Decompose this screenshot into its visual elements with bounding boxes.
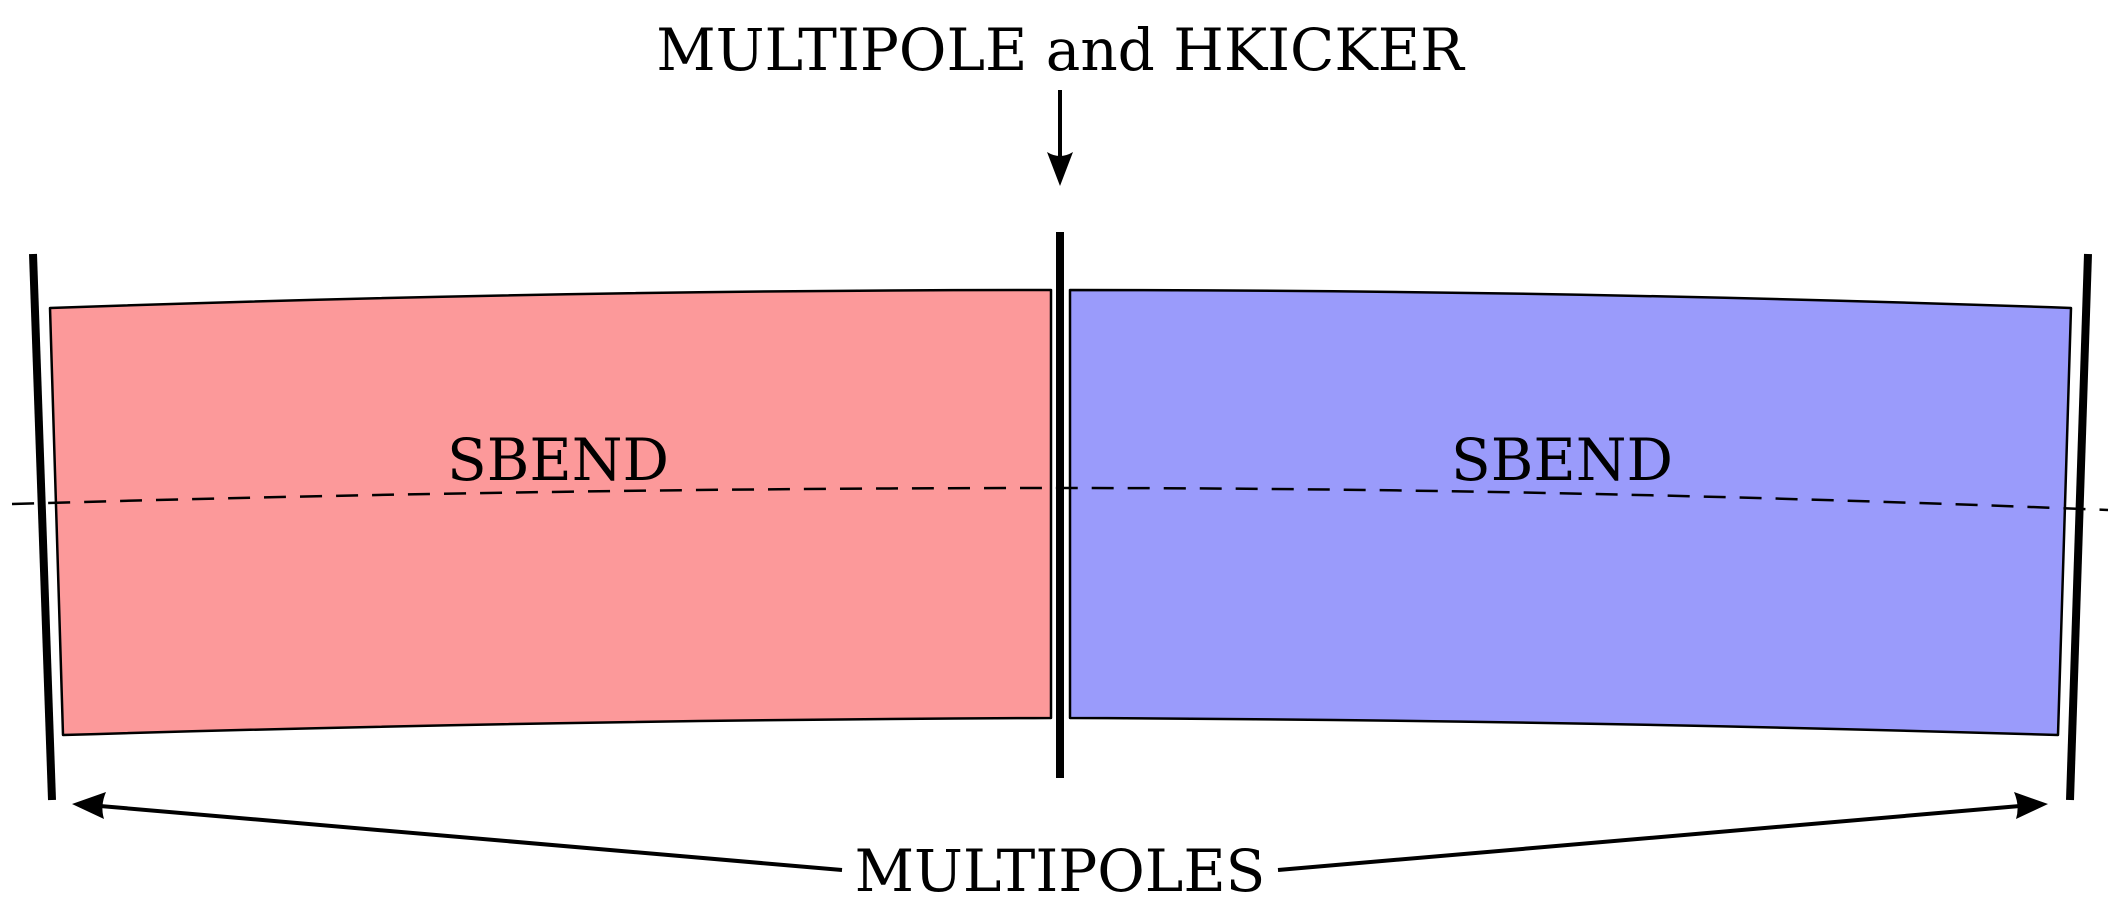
right-sbend-magnet (1068, 288, 2073, 737)
right-sbend-label: SBEND (1451, 426, 1673, 494)
bottom-right-pointer-arrow (1277, 792, 2048, 872)
right-multipole-plate (2066, 253, 2092, 801)
bottom-label: MULTIPOLES (855, 837, 1266, 905)
left-sbend-magnet (48, 288, 1053, 737)
bottom-left-pointer-arrow (72, 792, 843, 872)
left-sbend-label: SBEND (447, 426, 669, 494)
top-label: MULTIPOLE and HKICKER (656, 16, 1466, 84)
left-multipole-plate (29, 253, 56, 801)
top-pointer-arrow (1047, 90, 1073, 186)
